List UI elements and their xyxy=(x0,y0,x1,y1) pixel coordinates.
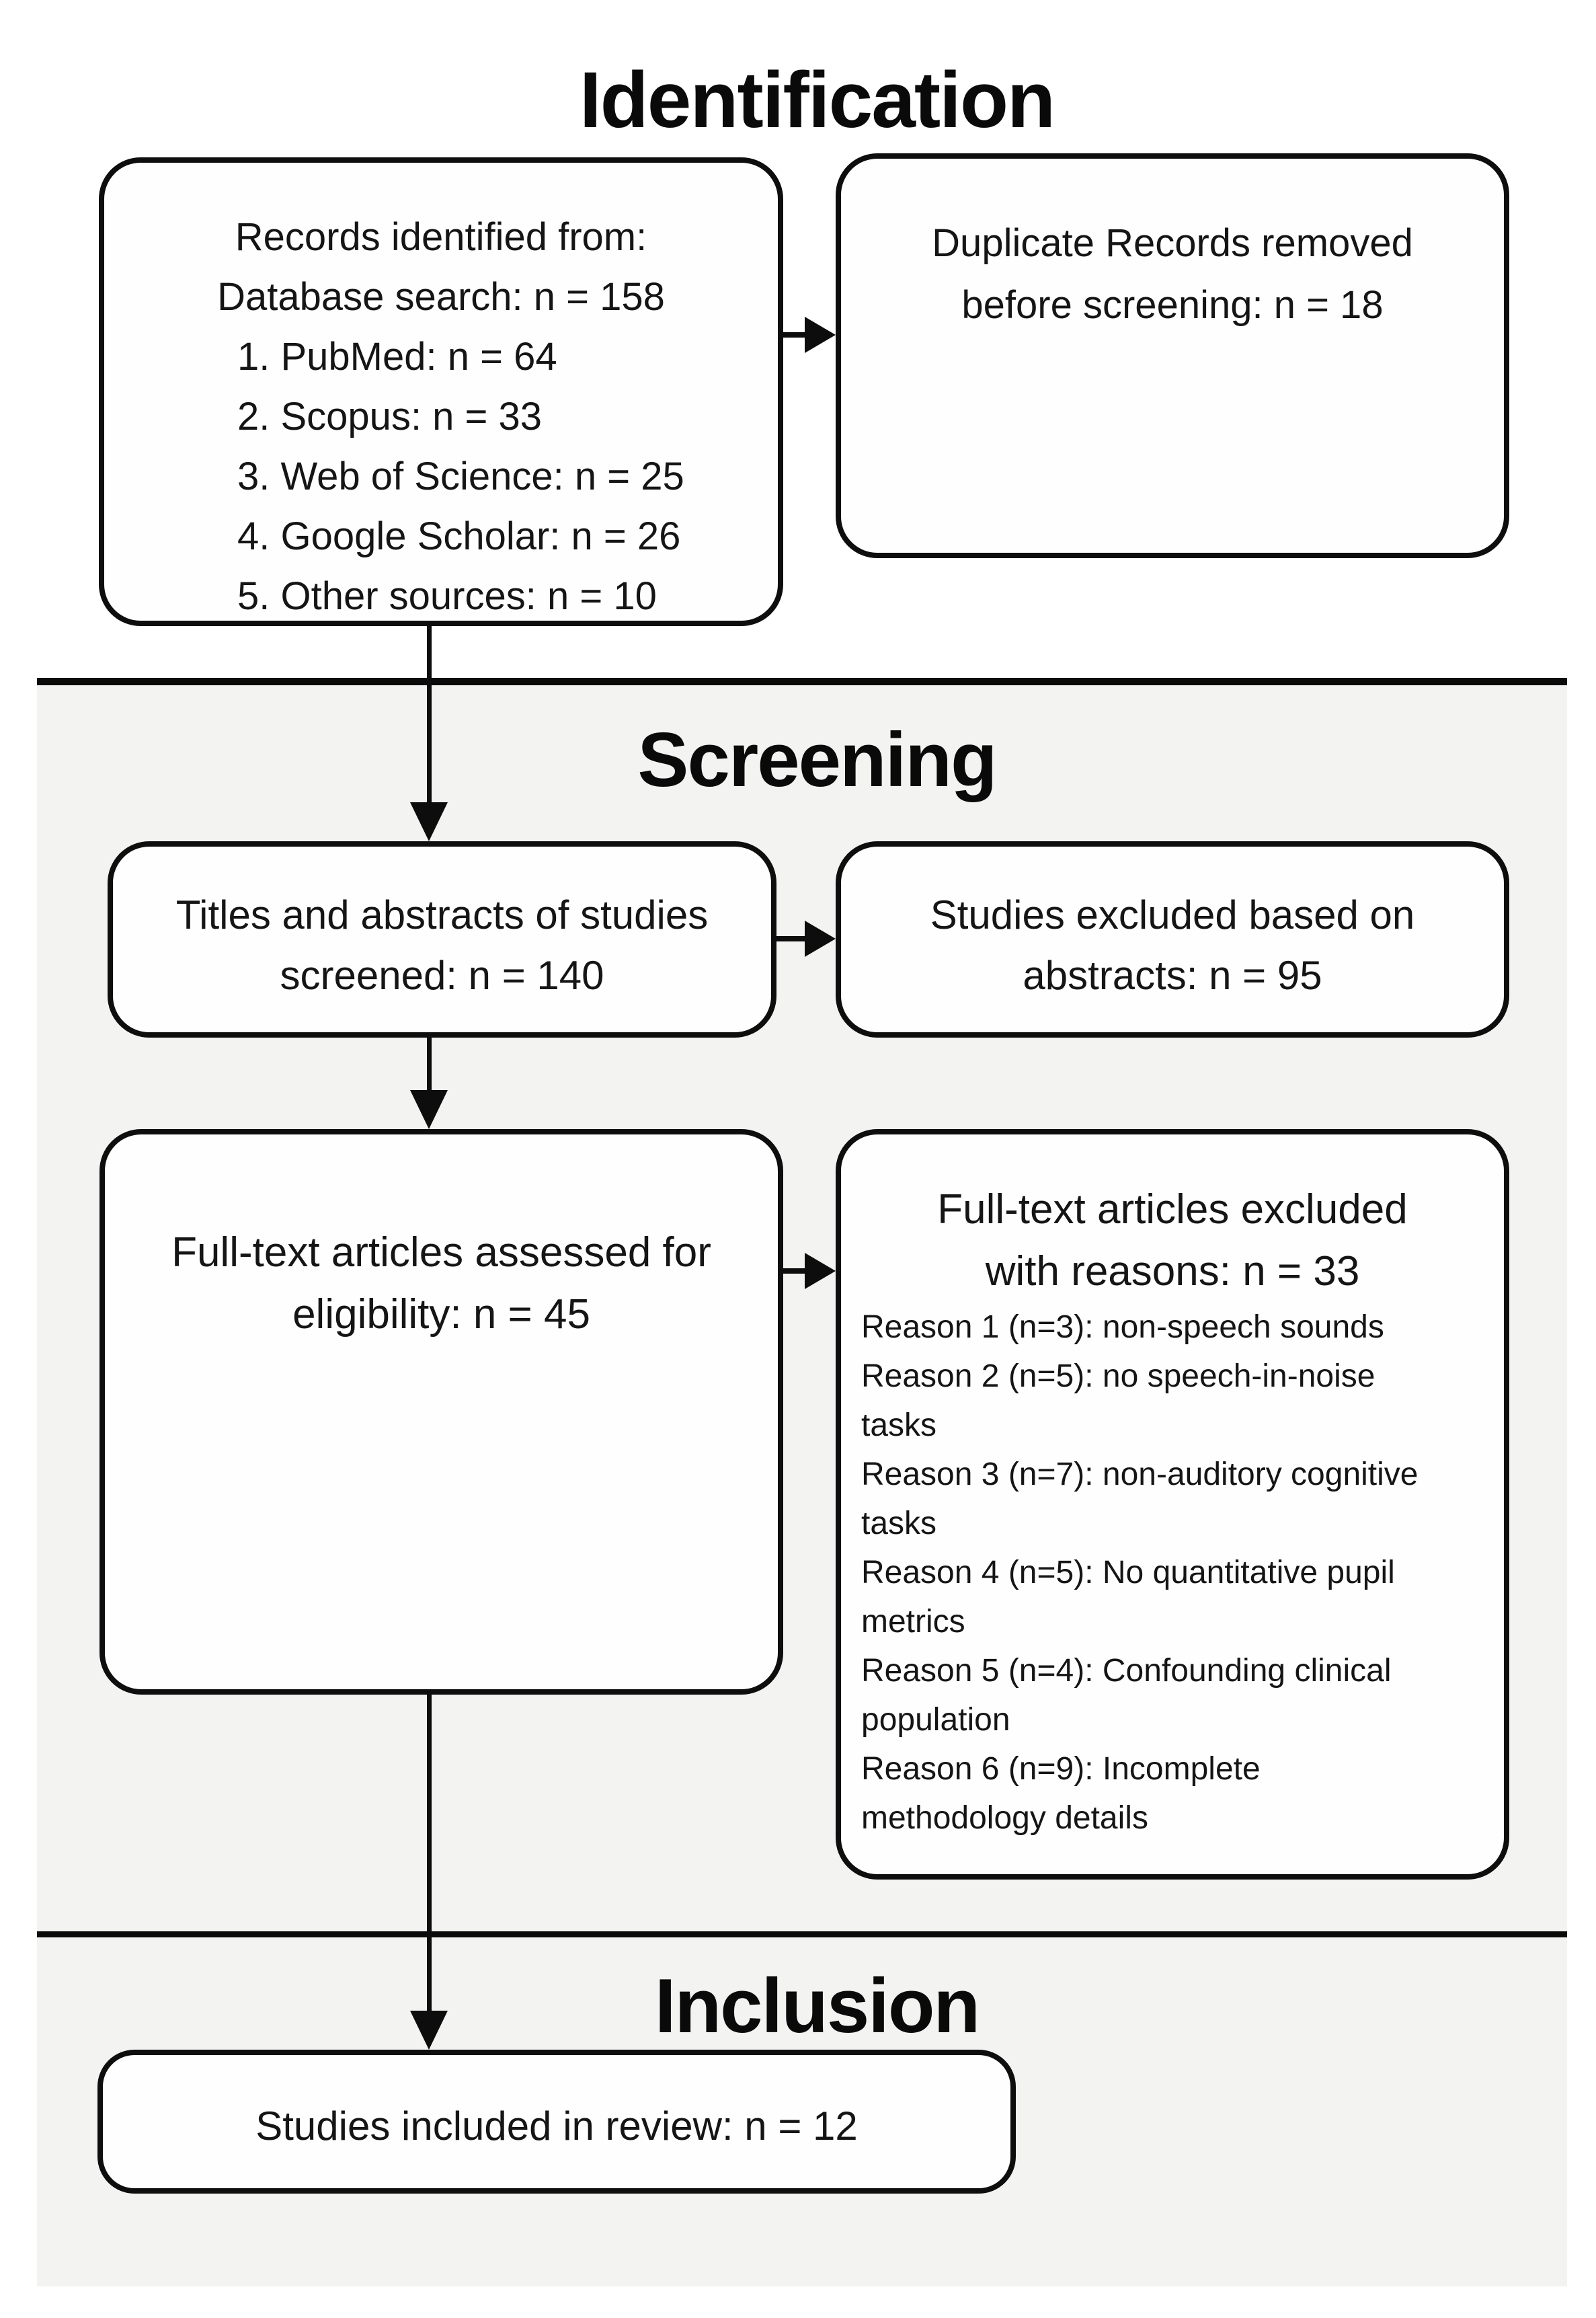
fulltext-assessed-line-1: Full-text articles assessed for xyxy=(171,1229,711,1276)
fulltext-excluded-line-2: with reasons: n = 33 xyxy=(985,1248,1360,1295)
records-source-pubmed: 1. PubMed: n = 64 xyxy=(237,335,557,379)
exclusion-reason-line: Reason 3 (n=7): non-auditory cognitive xyxy=(861,1457,1419,1492)
records-line-2: Database search: n = 158 xyxy=(217,275,665,319)
excluded-abstracts-line-2: abstracts: n = 95 xyxy=(1023,953,1322,998)
records-source-scopus: 2. Scopus: n = 33 xyxy=(237,395,543,438)
arrow-shaft xyxy=(427,626,432,802)
studies-excluded-abstracts-box: Studies excluded based on abstracts: n =… xyxy=(836,841,1509,1038)
titles-abstracts-screened-box: Titles and abstracts of studies screened… xyxy=(108,841,776,1038)
records-line-1: Records identified from: xyxy=(235,215,647,259)
exclusion-reason-line: Reason 6 (n=9): Incomplete xyxy=(861,1751,1261,1787)
arrow-shaft xyxy=(427,1695,432,2011)
fulltext-excluded-box: Full-text articles excluded with reasons… xyxy=(836,1129,1509,1880)
duplicates-line-2: before screening: n = 18 xyxy=(961,283,1384,327)
exclusion-reason-line: Reason 5 (n=4): Confounding clinical xyxy=(861,1653,1392,1689)
excluded-abstracts-line-1: Studies excluded based on xyxy=(930,892,1415,937)
records-source-google-scholar: 4. Google Scholar: n = 26 xyxy=(237,514,681,558)
arrow-head-icon xyxy=(410,2011,448,2050)
duplicates-line-1: Duplicate Records removed xyxy=(932,221,1413,265)
exclusion-reason-line: methodology details xyxy=(861,1800,1148,1836)
section-title-screening: Screening xyxy=(637,718,997,803)
fulltext-excluded-line-1: Full-text articles excluded xyxy=(937,1186,1408,1233)
duplicates-removed-box: Duplicate Records removed before screeni… xyxy=(836,153,1509,558)
fulltext-assessed-box: Full-text articles assessed for eligibil… xyxy=(99,1129,783,1695)
included-line-1: Studies included in review: n = 12 xyxy=(255,2103,858,2149)
records-source-web-of-science: 3. Web of Science: n = 25 xyxy=(237,455,684,498)
exclusion-reason-line: tasks xyxy=(861,1407,937,1443)
arrow-shaft xyxy=(427,1038,432,1090)
section-title-inclusion: Inclusion xyxy=(654,1964,980,2049)
arrow-head-icon xyxy=(410,802,448,841)
arrow-head-icon xyxy=(410,1090,448,1129)
screened-line-1: Titles and abstracts of studies xyxy=(175,892,709,937)
arrow-shaft xyxy=(783,332,810,338)
fulltext-assessed-line-2: eligibility: n = 45 xyxy=(292,1291,590,1338)
section-title-identification: Identification xyxy=(579,56,1055,145)
arrow-head-icon xyxy=(805,921,836,957)
records-identified-box: Records identified from: Database search… xyxy=(99,157,783,626)
arrow-head-icon xyxy=(805,1253,836,1289)
exclusion-reason-line: metrics xyxy=(861,1604,965,1639)
exclusion-reason-line: tasks xyxy=(861,1506,937,1541)
arrow-head-icon xyxy=(805,317,836,353)
exclusion-reason-line: Reason 1 (n=3): non-speech sounds xyxy=(861,1309,1384,1345)
studies-included-box: Studies included in review: n = 12 xyxy=(97,2050,1016,2194)
arrow-shaft xyxy=(783,1268,810,1274)
arrow-shaft xyxy=(776,936,810,941)
section-divider-inclusion xyxy=(37,1931,1567,1937)
exclusion-reason-line: Reason 4 (n=5): No quantitative pupil xyxy=(861,1555,1395,1590)
exclusion-reason-line: Reason 2 (n=5): no speech-in-noise xyxy=(861,1358,1375,1394)
records-source-other: 5. Other sources: n = 10 xyxy=(237,574,657,618)
section-divider-screening xyxy=(37,678,1567,685)
screened-line-2: screened: n = 140 xyxy=(280,953,604,998)
exclusion-reason-line: population xyxy=(861,1702,1010,1738)
